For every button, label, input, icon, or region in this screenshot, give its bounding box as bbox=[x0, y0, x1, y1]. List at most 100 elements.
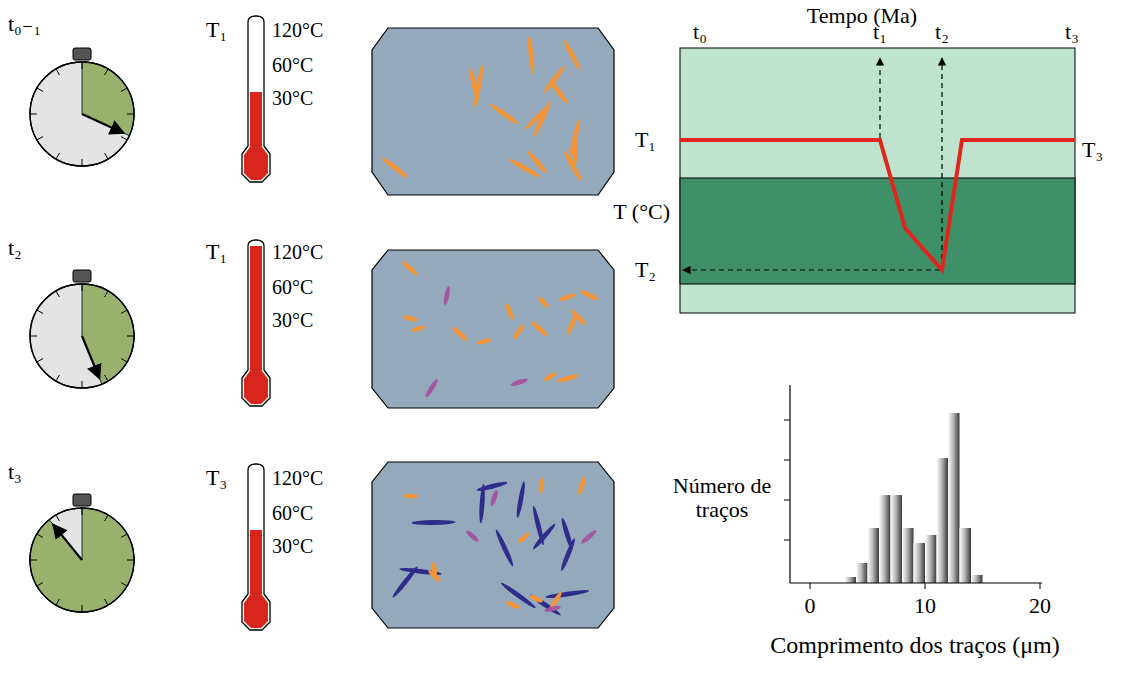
fission-track bbox=[489, 489, 499, 507]
label: t₀ bbox=[693, 20, 707, 44]
clock-tick bbox=[121, 359, 127, 363]
label: t₀₋₁ bbox=[8, 12, 41, 36]
dashed-arrow bbox=[941, 58, 942, 268]
clock-tick bbox=[121, 137, 127, 141]
fission-track bbox=[527, 35, 536, 74]
clock-tick bbox=[127, 114, 134, 115]
clock-tick bbox=[30, 114, 37, 115]
y-tick bbox=[784, 420, 790, 421]
stopwatch-crown bbox=[73, 48, 91, 60]
stopwatch bbox=[30, 48, 134, 166]
fission-track bbox=[568, 118, 582, 156]
label: t₃ bbox=[8, 460, 22, 484]
axis-title: Tempo (Ma) bbox=[807, 4, 917, 28]
clock-tick bbox=[56, 69, 60, 75]
label: 0 bbox=[805, 594, 816, 618]
thermometer bbox=[242, 464, 270, 630]
annealing-zone bbox=[680, 178, 1075, 284]
clock-tick bbox=[56, 153, 60, 159]
histogram-bar bbox=[960, 528, 972, 583]
fission-track bbox=[559, 537, 576, 571]
fission-track bbox=[538, 477, 545, 494]
clock-tick bbox=[82, 508, 83, 515]
fission-track bbox=[558, 292, 576, 302]
axis-title: Número de traços bbox=[657, 474, 787, 522]
label: 30°C bbox=[272, 87, 313, 109]
histogram-bar bbox=[914, 543, 926, 583]
stopwatch-face bbox=[30, 284, 134, 388]
x-tick bbox=[1040, 583, 1041, 589]
stopwatch-rim bbox=[30, 284, 134, 388]
thermometer-mercury bbox=[244, 530, 268, 628]
y-tick bbox=[784, 540, 790, 541]
clock-tick bbox=[127, 560, 134, 561]
fission-track bbox=[431, 562, 438, 578]
fission-track bbox=[412, 520, 456, 526]
fission-track bbox=[411, 325, 426, 333]
clock-tick bbox=[56, 515, 60, 521]
crystal bbox=[372, 28, 614, 195]
fission-track bbox=[562, 150, 583, 182]
clock-tick bbox=[121, 583, 127, 587]
fission-track bbox=[556, 373, 579, 384]
thermal-history-path bbox=[680, 140, 1075, 270]
fission-track bbox=[542, 371, 557, 383]
stopwatch-face bbox=[30, 508, 134, 612]
clock-hand bbox=[82, 114, 124, 133]
fission-track bbox=[577, 475, 588, 496]
fission-track bbox=[579, 289, 599, 302]
clock-tick bbox=[82, 605, 83, 612]
clock-hand bbox=[82, 336, 100, 379]
label: 120°C bbox=[272, 241, 323, 263]
fission-track bbox=[569, 308, 587, 326]
thermometer-glass bbox=[242, 464, 270, 630]
clock-tick bbox=[105, 515, 109, 521]
thermometer-mercury bbox=[244, 92, 268, 180]
label: 30°C bbox=[272, 309, 313, 331]
fission-track bbox=[510, 377, 529, 387]
fission-track bbox=[542, 65, 566, 95]
clock-tick bbox=[37, 137, 43, 141]
clock-tick bbox=[82, 284, 83, 291]
label: 10 bbox=[914, 594, 936, 618]
thermometers bbox=[242, 16, 270, 630]
label: 60°C bbox=[272, 276, 313, 298]
elapsed-time-wedge bbox=[82, 284, 134, 384]
y-tick bbox=[784, 500, 790, 501]
clock-tick bbox=[37, 583, 43, 587]
fission-track bbox=[517, 531, 531, 544]
clock-tick bbox=[121, 534, 127, 538]
fission-track bbox=[530, 320, 549, 338]
clock-tick bbox=[56, 599, 60, 605]
fission-track bbox=[443, 286, 452, 306]
stopwatch-crown bbox=[73, 494, 91, 506]
dashed-arrow bbox=[879, 58, 880, 138]
stopwatch-crown bbox=[73, 270, 91, 282]
fission-track bbox=[532, 100, 553, 137]
clock-tick bbox=[82, 381, 83, 388]
clock-tick bbox=[105, 153, 109, 159]
fission-track bbox=[401, 260, 419, 277]
label: t₁ bbox=[873, 20, 887, 44]
stopwatch bbox=[30, 494, 134, 612]
label: 60°C bbox=[272, 502, 313, 524]
label: t₂ bbox=[935, 20, 949, 44]
time-temperature-graph bbox=[680, 48, 1075, 313]
fission-track bbox=[580, 529, 598, 546]
fission-track bbox=[489, 102, 520, 126]
histogram-bar bbox=[948, 413, 960, 583]
fission-track bbox=[545, 589, 589, 600]
fission-track bbox=[529, 594, 544, 604]
fission-track bbox=[476, 337, 492, 345]
label: 30°C bbox=[272, 535, 313, 557]
fission-track bbox=[451, 325, 469, 342]
clock-tick bbox=[37, 359, 43, 363]
label: 120°C bbox=[272, 19, 323, 41]
label: T₃ bbox=[206, 466, 227, 490]
label: T₁ bbox=[635, 128, 656, 152]
clock-hand bbox=[53, 524, 82, 560]
label: 60°C bbox=[272, 54, 313, 76]
elapsed-time-wedge bbox=[82, 62, 134, 136]
label: 120°C bbox=[272, 467, 323, 489]
